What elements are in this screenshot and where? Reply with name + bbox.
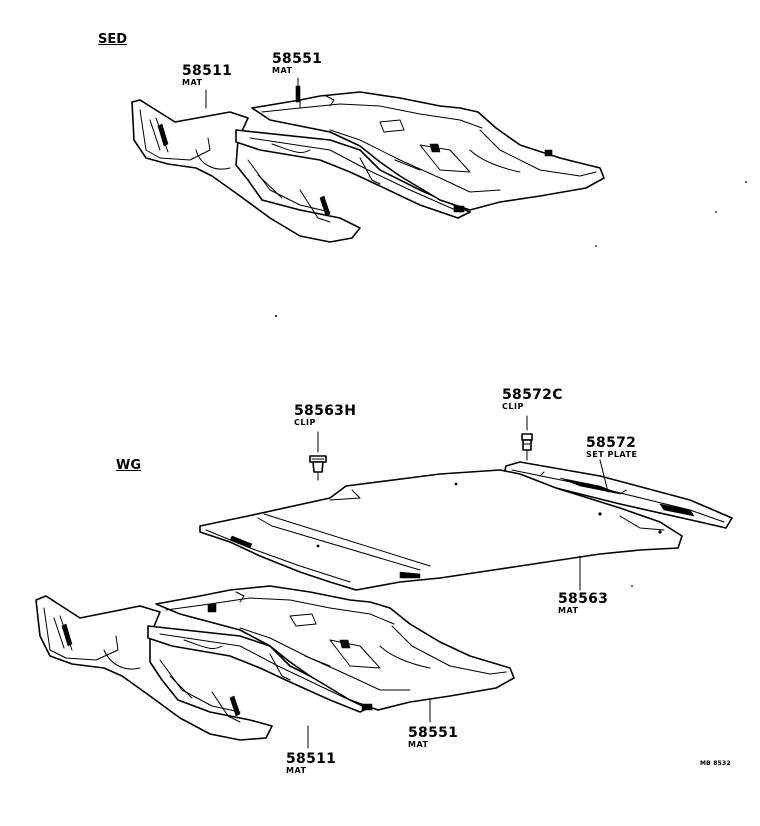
clip-58563h-icon (309, 455, 327, 481)
section-label-sed: SED (98, 32, 128, 47)
part-label-wg-58563h: 58563H CLIP (294, 404, 356, 427)
part-number: 58511 (182, 63, 233, 79)
part-label-wg-58572c: 58572C CLIP (502, 388, 563, 411)
wg-floor-mat-assembly (35, 585, 515, 741)
part-number: 58572C (502, 387, 563, 403)
part-label-wg-58563: 58563 MAT (558, 592, 608, 615)
part-label-wg-58551: 58551 MAT (408, 726, 458, 749)
part-number: 58511 (286, 751, 337, 767)
part-name: MAT (558, 606, 579, 615)
part-number: 58551 (272, 51, 323, 67)
part-name: MAT (272, 66, 293, 75)
part-label-wg-58572: 58572 SET PLATE (586, 436, 637, 459)
set-plate-58572 (503, 461, 733, 529)
part-number: 58563 (558, 591, 609, 607)
section-label-wg: WG (116, 458, 142, 473)
part-label-sed-58551: 58551 MAT (272, 52, 322, 75)
cargo-mat-58563 (199, 469, 683, 591)
leader-wg-58572 (599, 459, 609, 493)
part-name: SET PLATE (586, 450, 638, 459)
part-name: MAT (286, 766, 307, 775)
part-number: 58551 (408, 725, 459, 741)
part-number: 58563H (294, 403, 357, 419)
part-label-wg-58511: 58511 MAT (286, 752, 336, 775)
part-name: CLIP (502, 402, 524, 411)
part-number: 58572 (586, 435, 637, 451)
clip-58572c-icon (521, 433, 533, 461)
part-label-sed-58511: 58511 MAT (182, 64, 232, 87)
part-name: MAT (408, 740, 429, 749)
part-name: CLIP (294, 418, 316, 427)
reference-code: MB 8532 (700, 760, 731, 767)
sed-floor-mat-assembly (131, 85, 605, 243)
part-name: MAT (182, 78, 203, 87)
